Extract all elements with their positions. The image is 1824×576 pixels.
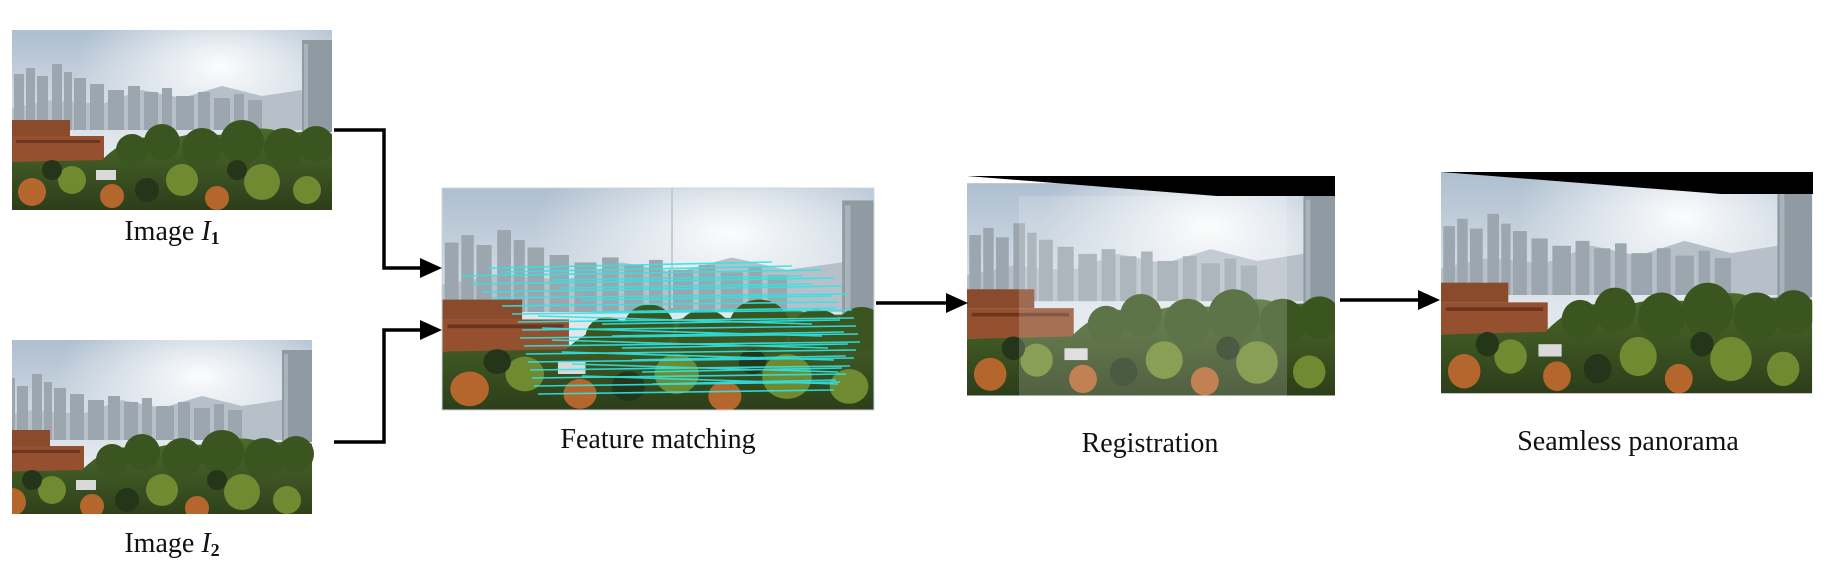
seamless-panorama-image bbox=[1441, 172, 1813, 394]
arrowhead-i1 bbox=[420, 258, 442, 278]
panorama-black-border bbox=[1441, 172, 1813, 194]
image-i2-label: Image I2 bbox=[124, 528, 220, 560]
match-lines bbox=[461, 261, 861, 395]
image-i1-label: Image I1 bbox=[124, 216, 220, 248]
arrow-registration-to-panorama bbox=[1340, 290, 1440, 310]
feature-matching-label: Feature matching bbox=[560, 424, 756, 455]
arrow-i1-to-matching bbox=[334, 128, 430, 270]
registration-label: Registration bbox=[1081, 428, 1219, 459]
registration-image bbox=[967, 176, 1335, 398]
registration-black-border bbox=[967, 176, 1335, 196]
arrowhead-i2 bbox=[420, 320, 442, 340]
image-i2-thumbnail bbox=[12, 340, 314, 514]
seamless-panorama-label: Seamless panorama bbox=[1517, 426, 1739, 457]
image-i1-thumbnail bbox=[12, 30, 332, 210]
arrow-matching-to-registration bbox=[876, 293, 968, 313]
arrow-i2-to-matching bbox=[334, 328, 430, 444]
feature-matching-image bbox=[441, 187, 875, 411]
